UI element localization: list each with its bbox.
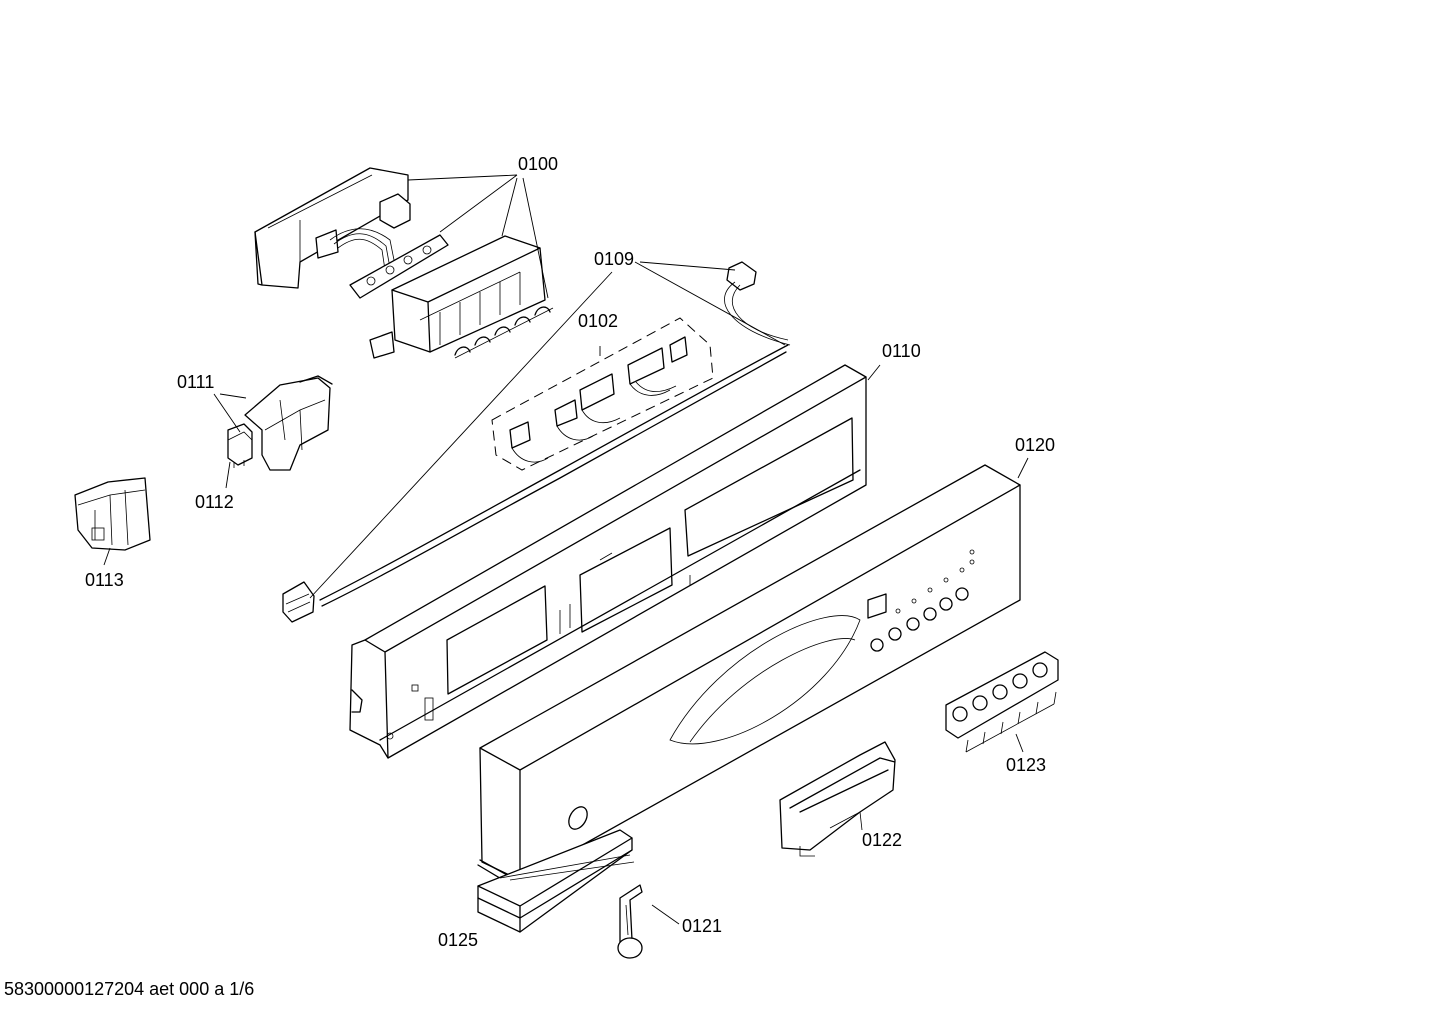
label-0120: 0120 <box>1015 435 1055 455</box>
label-0123: 0123 <box>1006 755 1046 775</box>
part-0112-component <box>227 423 253 468</box>
part-0111-switch <box>244 375 333 471</box>
label-0125: 0125 <box>438 930 478 950</box>
leader-lines <box>103 174 1029 925</box>
label-0110: 0110 <box>882 341 921 361</box>
label-0121: 0121 <box>682 916 722 936</box>
part-0113-relay-block <box>74 477 151 551</box>
label-0112: 0112 <box>195 492 234 512</box>
part-0121-lever <box>617 884 643 959</box>
part-0123-button-set <box>945 651 1059 753</box>
label-0100: 0100 <box>518 154 558 174</box>
part-0102-connector-set <box>491 317 714 471</box>
part-0125-seal-strips <box>477 829 635 933</box>
part-0100-control-module <box>254 167 554 359</box>
label-0113: 0113 <box>85 570 124 590</box>
label-0122: 0122 <box>862 830 902 850</box>
label-0102: 0102 <box>578 311 618 331</box>
callout-labels: 0100 0109 0102 0110 0111 0120 0112 0113 … <box>85 154 1055 950</box>
part-0109-wiring-harness <box>282 261 791 623</box>
part-0122-door-handle <box>779 741 896 857</box>
drawing-id: 58300000127204 aet 000 a 1/6 <box>4 979 255 999</box>
label-0109: 0109 <box>594 249 634 269</box>
part-0110-panel-frame <box>349 364 867 759</box>
label-0111: 0111 <box>177 372 214 392</box>
